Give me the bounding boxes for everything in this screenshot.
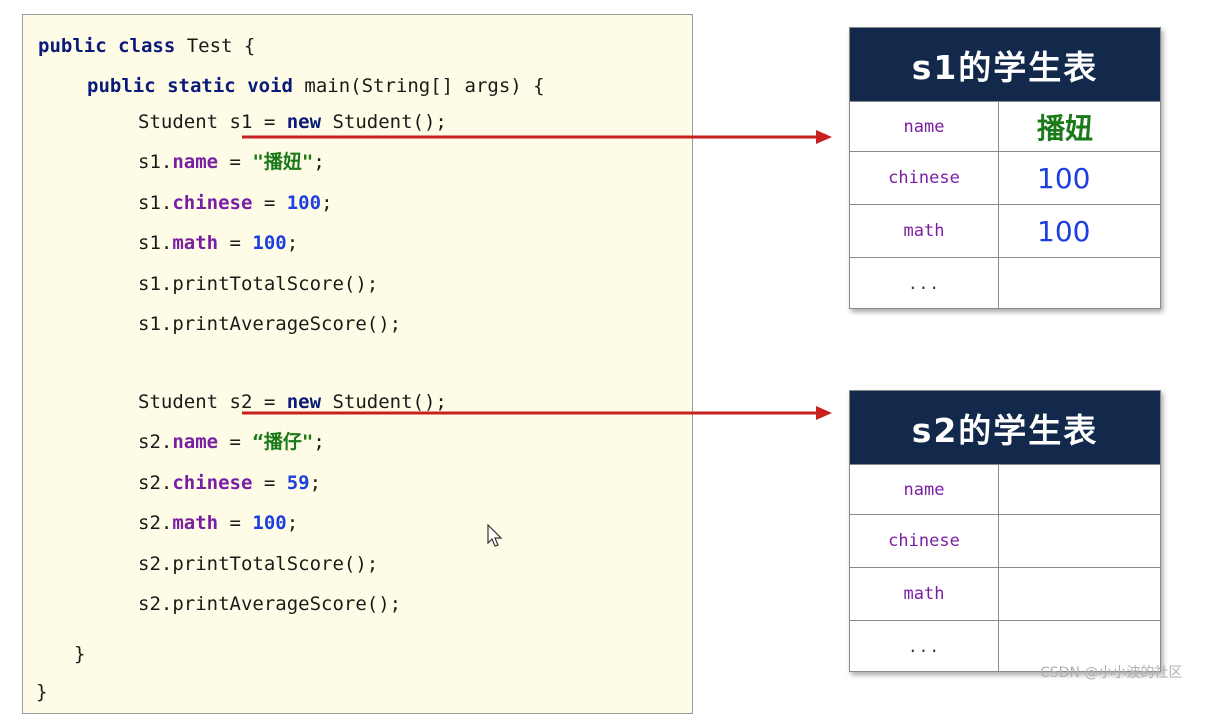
code-line-s2-chinese: s2.chinese = 59; bbox=[138, 471, 321, 495]
code-line-s2-new: Student s2 = new Student(); bbox=[138, 390, 447, 414]
field-name: math bbox=[172, 512, 219, 534]
keyword: void bbox=[247, 75, 293, 97]
table-row: ... bbox=[850, 620, 1160, 671]
code-text: main(String[] args) { bbox=[292, 75, 545, 97]
table-title: s2的学生表 bbox=[850, 391, 1160, 464]
string-literal: "播妞" bbox=[252, 151, 314, 173]
code-text: s2. bbox=[138, 512, 173, 534]
keyword: class bbox=[118, 35, 176, 57]
code-text: ; bbox=[321, 192, 333, 214]
code-text: = bbox=[252, 192, 287, 214]
code-line-class-decl: public class Test { bbox=[38, 34, 255, 58]
code-text: s1. bbox=[138, 151, 173, 173]
mouse-cursor-icon bbox=[487, 524, 503, 547]
code-text: ; bbox=[313, 431, 325, 453]
row-key: ... bbox=[850, 258, 999, 308]
field-name: chinese bbox=[172, 472, 253, 494]
code-text: s1. bbox=[138, 232, 173, 254]
code-text: Student s1 = bbox=[138, 111, 287, 133]
row-value bbox=[999, 258, 1160, 308]
code-text: = bbox=[218, 431, 253, 453]
table-row: name 播妞 bbox=[850, 101, 1160, 151]
keyword: new bbox=[286, 111, 322, 133]
row-value bbox=[999, 568, 1160, 620]
row-key: chinese bbox=[850, 515, 999, 567]
s1-student-table: s1的学生表 name 播妞 chinese 100 math 100 ... bbox=[849, 27, 1161, 309]
code-line-s2-average: s2.printAverageScore(); bbox=[138, 593, 402, 615]
code-line-close-class: } bbox=[36, 681, 48, 703]
row-key: math bbox=[850, 205, 999, 257]
row-value: 播妞 bbox=[1037, 111, 1094, 145]
code-text: s2. bbox=[138, 431, 173, 453]
code-text: ; bbox=[313, 151, 325, 173]
number-literal: 100 bbox=[252, 232, 287, 254]
number-literal: 100 bbox=[252, 512, 287, 534]
code-text: Student(); bbox=[321, 391, 447, 413]
table-row: chinese bbox=[850, 514, 1160, 567]
field-name: name bbox=[172, 431, 219, 453]
code-text: = bbox=[252, 472, 287, 494]
table-title: s1的学生表 bbox=[850, 28, 1160, 101]
keyword: public bbox=[87, 75, 156, 97]
table-row: math bbox=[850, 567, 1160, 620]
code-text: ; bbox=[309, 472, 322, 494]
code-text: = bbox=[218, 512, 253, 534]
code-line-s1-chinese: s1.chinese = 100; bbox=[138, 191, 333, 215]
table-row: math 100 bbox=[850, 204, 1160, 257]
code-line-s2-total: s2.printTotalScore(); bbox=[138, 553, 379, 575]
row-value: 100 bbox=[1037, 161, 1091, 195]
s2-student-table: s2的学生表 name chinese math ... bbox=[849, 390, 1161, 672]
table-row: chinese 100 bbox=[850, 151, 1160, 204]
row-value bbox=[999, 515, 1160, 567]
code-text: Student(); bbox=[321, 111, 447, 133]
row-key: chinese bbox=[850, 152, 999, 204]
code-text: = bbox=[218, 151, 253, 173]
code-text: Student s2 = bbox=[138, 391, 287, 413]
row-key: math bbox=[850, 568, 999, 620]
string-literal: “播仔" bbox=[252, 431, 314, 453]
row-key: name bbox=[850, 102, 999, 151]
number-literal: 100 bbox=[286, 192, 322, 214]
row-value: 100 bbox=[1037, 214, 1091, 248]
code-line-s2-name: s2.name = “播仔"; bbox=[138, 430, 325, 454]
code-text: = bbox=[218, 232, 253, 254]
code-text: s1. bbox=[138, 192, 173, 214]
code-line-s1-average: s1.printAverageScore(); bbox=[138, 313, 402, 335]
code-line-s1-name: s1.name = "播妞"; bbox=[138, 150, 325, 174]
keyword: static bbox=[167, 75, 236, 97]
field-name: name bbox=[172, 151, 219, 173]
row-key: ... bbox=[850, 621, 999, 671]
code-panel bbox=[22, 14, 693, 714]
keyword: new bbox=[286, 391, 322, 413]
row-value bbox=[999, 465, 1160, 514]
code-line-main-decl: public static void main(String[] args) { bbox=[87, 74, 545, 98]
field-name: chinese bbox=[172, 192, 253, 214]
code-text: Test { bbox=[175, 35, 256, 57]
code-line-close-method: } bbox=[74, 643, 86, 665]
code-text: ; bbox=[286, 512, 299, 534]
code-line-s1-total: s1.printTotalScore(); bbox=[138, 273, 379, 295]
code-line-s2-math: s2.math = 100; bbox=[138, 511, 298, 535]
table-row: ... bbox=[850, 257, 1160, 308]
code-text: ; bbox=[286, 232, 299, 254]
field-name: math bbox=[172, 232, 219, 254]
number-literal: 59 bbox=[286, 472, 310, 494]
code-line-s1-math: s1.math = 100; bbox=[138, 231, 298, 255]
watermark: CSDN @小小波的社区 bbox=[1040, 665, 1183, 681]
code-line-s1-new: Student s1 = new Student(); bbox=[138, 110, 447, 134]
code-text: s2. bbox=[138, 472, 173, 494]
table-row: name bbox=[850, 464, 1160, 514]
keyword: public bbox=[38, 35, 107, 57]
row-key: name bbox=[850, 465, 999, 514]
